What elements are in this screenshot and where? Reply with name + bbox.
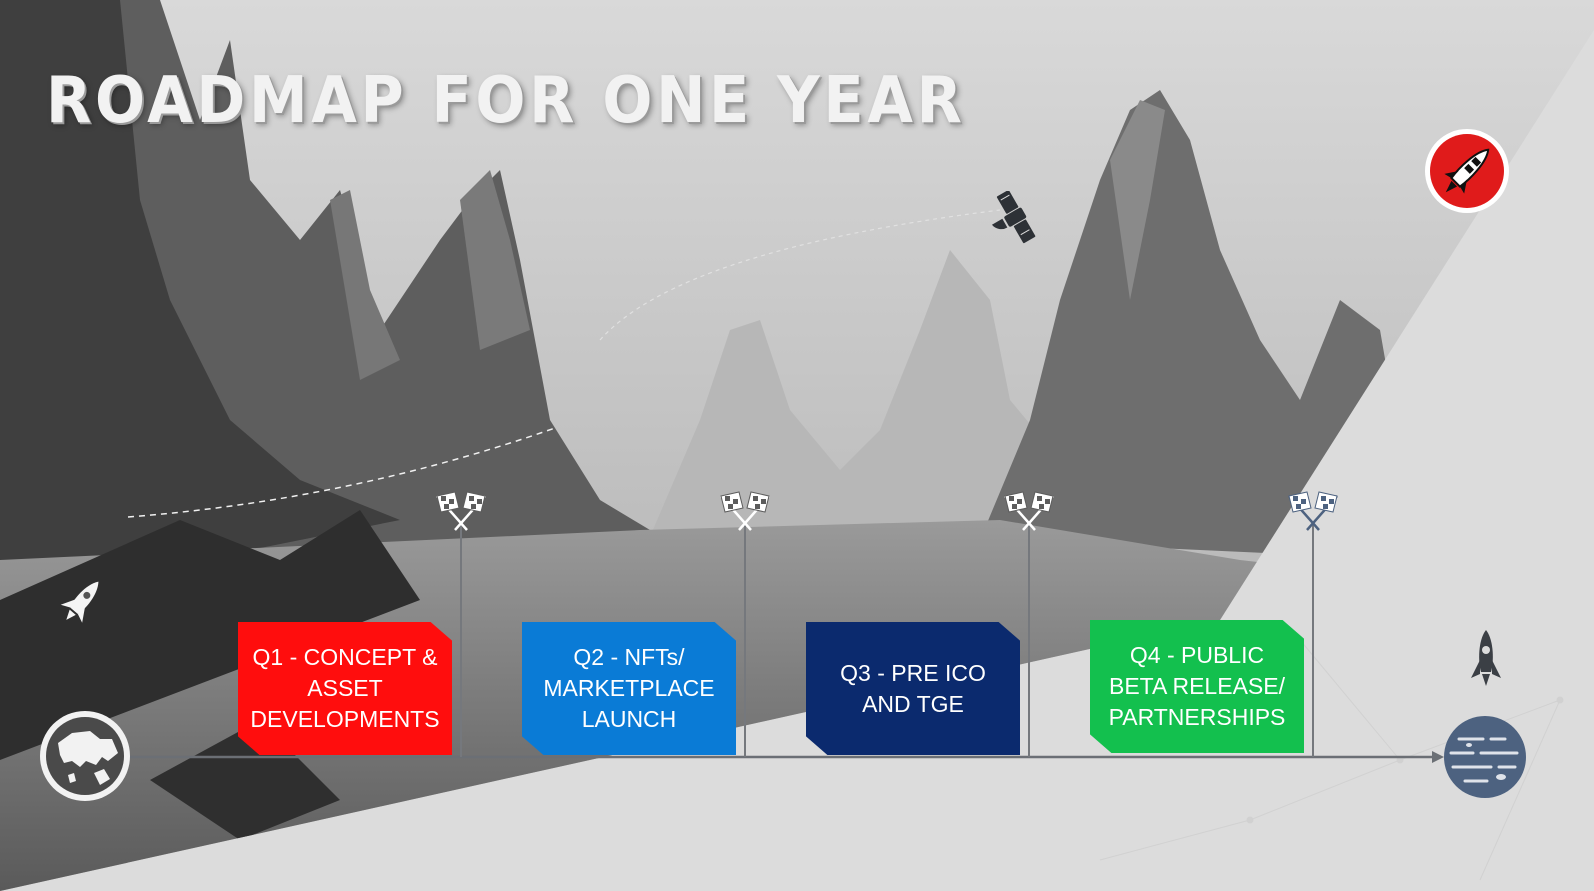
- milestone-label: Q3 - PRE ICO AND TGE: [840, 659, 986, 717]
- rocket-badge-icon: [1425, 129, 1509, 213]
- checkered-flags-icon: [720, 491, 770, 531]
- milestone-label: Q1 - CONCEPT & ASSET DEVELOPMENTS: [250, 644, 440, 732]
- globe-icon: [40, 711, 130, 801]
- checkered-flags-icon: [436, 491, 486, 531]
- satellite-icon: [991, 191, 1036, 244]
- rocket-icon: [1471, 630, 1501, 686]
- milestone-card-q3: Q3 - PRE ICO AND TGE: [806, 622, 1020, 755]
- planet-icon: [1444, 716, 1526, 798]
- page-title: ROADMAP FOR ONE YEAR: [46, 64, 966, 138]
- milestone-label: Q2 - NFTs/ MARKETPLACE LAUNCH: [543, 644, 715, 732]
- milestone-card-q2: Q2 - NFTs/ MARKETPLACE LAUNCH: [522, 622, 736, 755]
- milestone-label: Q4 - PUBLIC BETA RELEASE/ PARTNERSHIPS: [1108, 642, 1286, 730]
- milestone-card-q4: Q4 - PUBLIC BETA RELEASE/ PARTNERSHIPS: [1090, 620, 1304, 753]
- milestone-card-q1: Q1 - CONCEPT & ASSET DEVELOPMENTS: [238, 622, 452, 755]
- checkered-flags-icon: [1288, 491, 1338, 531]
- rocket-icon: [60, 581, 99, 623]
- checkered-flags-icon: [1004, 491, 1054, 531]
